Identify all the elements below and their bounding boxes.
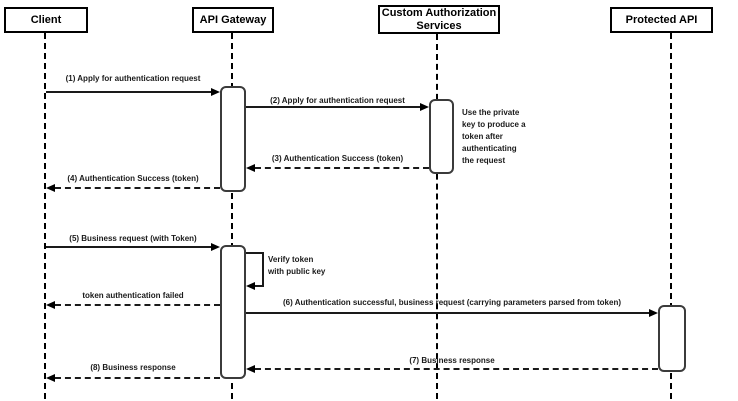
lifeline-custom-authorization [436,34,438,399]
message-3-line [255,167,429,169]
message-token-failed-label: token authentication failed [82,291,184,300]
message-7-label: (7) Business response [409,356,495,365]
note-private-key: Use the private key to produce a token a… [462,108,526,165]
lifeline-api-gateway [231,33,233,399]
message-3-label: (3) Authentication Success (token) [271,154,404,163]
activation-api-gateway-auth [220,86,246,192]
message-4-arrowhead [46,184,55,192]
message-8-line [55,377,220,379]
self-message-label: Verify token with public key [268,255,326,276]
message-2-arrowhead [420,103,429,111]
lifeline-protected-api [670,33,672,399]
message-token-failed-arrowhead [46,301,55,309]
message-4-line [55,187,220,189]
message-1-label: (1) Apply for authentication request [65,74,201,83]
message-5-arrowhead [211,243,220,251]
activation-protected-api [658,305,686,372]
message-7-line [255,368,658,370]
message-1-line [46,91,211,93]
message-token-failed-line [55,304,220,306]
message-5-label: (5) Business request (with Token) [69,234,197,243]
activation-custom-authorization [429,99,454,174]
message-2-label: (2) Apply for authentication request [270,96,405,105]
message-4-label: (4) Authentication Success (token) [67,174,199,183]
activation-api-gateway-business [220,245,246,379]
self-message-arrowhead [246,282,255,290]
participant-api-gateway: API Gateway [192,7,274,33]
message-6-line [246,312,649,314]
message-2-line [246,106,420,108]
message-7-arrowhead [246,365,255,373]
self-message-top-line [246,252,262,254]
participant-custom-authorization-services: Custom Authorization Services [378,5,500,34]
message-6-arrowhead [649,309,658,317]
participant-protected-api: Protected API [610,7,713,33]
message-5-line [46,246,211,248]
lifeline-client [44,33,46,399]
self-message-bottom-line [255,285,264,287]
message-8-arrowhead [46,374,55,382]
message-1-arrowhead [211,88,220,96]
message-3-arrowhead [246,164,255,172]
participant-client: Client [4,7,88,33]
self-message-right-line [262,252,264,286]
message-8-label: (8) Business response [90,363,176,372]
message-6-label: (6) Authentication successful, business … [282,298,622,307]
